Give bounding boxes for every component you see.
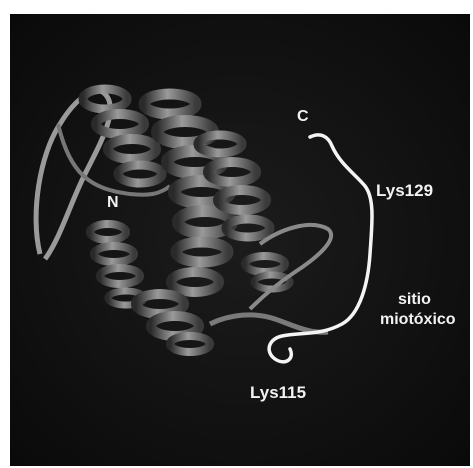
site-label-line2: miotóxico — [380, 311, 456, 329]
c-terminus-label: C — [297, 108, 309, 126]
site-label-line1: sitio — [398, 291, 431, 309]
n-terminus-label: N — [107, 194, 119, 212]
lys129-label: Lys129 — [376, 182, 433, 201]
protein-ribbon-diagram — [10, 14, 470, 466]
protein-structure-figure: N C Lys129 Lys115 sitio miotóxico — [10, 14, 470, 466]
lys115-label: Lys115 — [250, 384, 306, 403]
